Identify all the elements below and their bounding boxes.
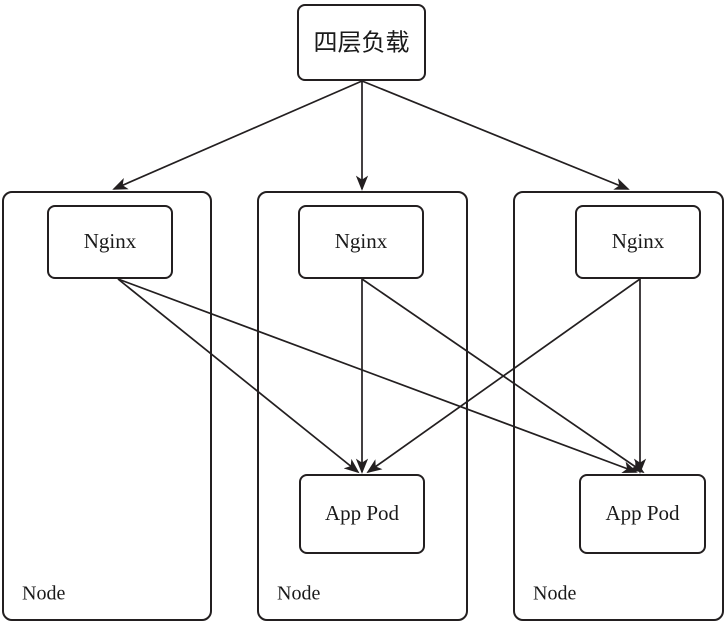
nginx-box-3-outline[interactable] <box>575 205 701 279</box>
nginx-box-2[interactable]: Nginx <box>298 205 424 279</box>
node-container-label: Node <box>533 583 576 605</box>
load-balancer-box-outline[interactable] <box>297 4 426 81</box>
app-pod-box-2[interactable]: App Pod <box>579 474 706 554</box>
edge-nginx-2-to-app-pod-2 <box>361 278 645 474</box>
edge-load-balancer-to-node-container-1 <box>112 80 363 190</box>
edge-load-balancer-to-node-container-3 <box>361 80 630 190</box>
nginx-box-2-label: Nginx <box>335 229 388 253</box>
nginx-box-3[interactable]: Nginx <box>575 205 701 279</box>
app-pod-box-1[interactable]: App Pod <box>299 474 425 554</box>
app-pod-box-1-outline[interactable] <box>299 474 425 554</box>
nginx-box-1[interactable]: Nginx <box>47 205 173 279</box>
edge-nginx-1-to-app-pod-1 <box>117 278 360 474</box>
nginx-box-1-label: Nginx <box>84 229 137 253</box>
app-pod-box-2-outline[interactable] <box>579 474 706 554</box>
edge-nginx-3-to-app-pod-1 <box>366 278 641 474</box>
node-container-outline <box>2 191 212 621</box>
node-container-label: Node <box>277 583 320 605</box>
edge-nginx-1-to-app-pod-2 <box>117 278 638 474</box>
app-pod-box-2-label: App Pod <box>605 501 680 525</box>
app-pod-box-1-label: App Pod <box>325 501 400 525</box>
nginx-box-3-label: Nginx <box>612 229 665 253</box>
nginx-box-1-outline[interactable] <box>47 205 173 279</box>
load-balancer-box-label: 四层负载 <box>314 29 410 57</box>
edges-layer <box>112 80 647 474</box>
node-container-1: Node <box>2 191 212 621</box>
nginx-box-2-outline[interactable] <box>298 205 424 279</box>
load-balancer-box[interactable]: 四层负载 <box>297 4 426 81</box>
node-container-label: Node <box>22 583 65 605</box>
